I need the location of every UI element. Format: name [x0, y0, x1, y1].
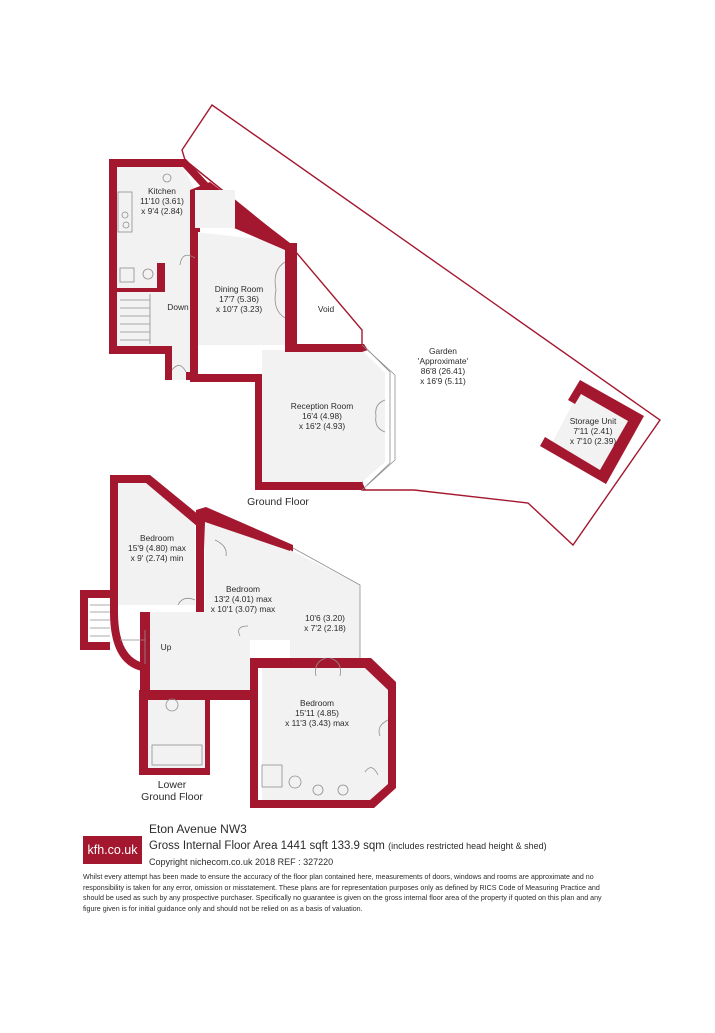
garden-dim1: 86'8 (26.41) — [421, 366, 466, 376]
bedroom1-walls — [110, 475, 205, 612]
bathroom-walls — [139, 690, 210, 775]
floor-area-note: (includes restricted head height & shed) — [388, 841, 547, 851]
bathroom-floor — [148, 700, 205, 768]
ground-floor-title: Ground Floor — [247, 496, 309, 508]
reception-dim1: 16'4 (4.98) — [302, 411, 342, 421]
dining-dim2: x 10'7 (3.23) — [216, 304, 263, 314]
disclaimer: Whilst every attempt has been made to en… — [83, 873, 602, 913]
bedroom3-floor — [262, 664, 388, 800]
reception-dim2: x 16'2 (4.93) — [299, 421, 346, 431]
unnamed-room-dim2: x 7'2 (2.18) — [304, 623, 346, 633]
reception-bay-window — [361, 344, 396, 491]
ground-floor-plan: Kitchen 11'10 (3.61) x 9'4 (2.84) Down D… — [109, 104, 661, 547]
floor-area-value: Gross Internal Floor Area 1441 sqft 133.… — [149, 840, 385, 852]
kitchen-floor — [117, 167, 195, 263]
kitchen-dim2: x 9'4 (2.84) — [141, 206, 183, 216]
floor-area: Gross Internal Floor Area 1441 sqft 133.… — [149, 840, 547, 852]
property-address: Eton Avenue NW3 — [149, 822, 247, 836]
stairs-up-label: Up — [161, 642, 172, 652]
bedroom2-walls — [196, 507, 293, 644]
lower-floor-title-line2: Ground Floor — [141, 791, 203, 803]
lower-ground-floor-plan: Bedroom 15'9 (4.80) max x 9' (2.74) min … — [80, 475, 396, 808]
storage-dim1: 7'11 (2.41) — [573, 426, 612, 436]
unnamed-room-dim1: 10'6 (3.20) — [305, 613, 345, 623]
pantry-floor — [195, 190, 235, 228]
storage-dim2: x 7'10 (2.39) — [570, 436, 617, 446]
bedroom1-floor — [118, 483, 195, 605]
wc-stair-walls — [109, 263, 165, 354]
reception-floor — [262, 350, 385, 482]
storage-unit — [540, 380, 644, 484]
kitchen-name: Kitchen — [148, 186, 176, 196]
copyright: Copyright nichecom.co.uk 2018 REF : 3272… — [149, 857, 334, 867]
hall-floor — [165, 263, 195, 380]
garden-name: Garden — [429, 346, 457, 356]
bedroom3-dim1: 15'11 (4.85) — [295, 708, 339, 718]
bedroom2-dim2: x 10'1 (3.07) max — [211, 604, 276, 614]
bedroom2-dim1: 13'2 (4.01) max — [214, 594, 273, 604]
dining-dim1: 17'7 (5.36) — [219, 294, 259, 304]
dining-name: Dining Room — [215, 284, 263, 294]
bedroom1-name: Bedroom — [140, 533, 174, 543]
lower-hall-walls — [140, 612, 258, 700]
bedroom2-name: Bedroom — [226, 584, 260, 594]
garden-note: 'Approximate' — [418, 356, 469, 366]
bedroom3-dim2: x 11'3 (3.43) max — [285, 718, 350, 728]
bedroom1-dim1: 15'9 (4.80) max — [128, 543, 187, 553]
reception-walls — [190, 344, 368, 490]
lower-floor-title-line1: Lower — [158, 779, 187, 791]
unnamed-room-edge — [292, 547, 361, 658]
wc-stair-floor — [117, 263, 165, 346]
stairs-down-label: Down — [167, 302, 189, 312]
dining-floor — [195, 232, 285, 345]
void-name: Void — [318, 304, 335, 314]
lower-fixtures — [151, 539, 389, 796]
bedroom2-floor — [205, 520, 290, 640]
unnamed-room-floor — [290, 550, 360, 658]
dining-doors — [171, 254, 286, 373]
ground-stairs — [117, 173, 172, 344]
lower-stair-bay — [80, 590, 150, 672]
dining-walls — [190, 182, 297, 380]
kitchen-dim1: 11'10 (3.61) — [140, 196, 184, 206]
bedroom3-name: Bedroom — [300, 698, 334, 708]
bedroom3-walls — [229, 658, 396, 808]
storage-name: Storage Unit — [570, 416, 617, 426]
lower-hall-floor — [150, 612, 250, 692]
garden-dim2: x 16'9 (5.11) — [420, 376, 466, 386]
reception-name: Reception Room — [291, 401, 353, 411]
agency-logo: kfh.co.uk — [83, 836, 142, 864]
bedroom1-dim2: x 9' (2.74) min — [131, 553, 184, 563]
